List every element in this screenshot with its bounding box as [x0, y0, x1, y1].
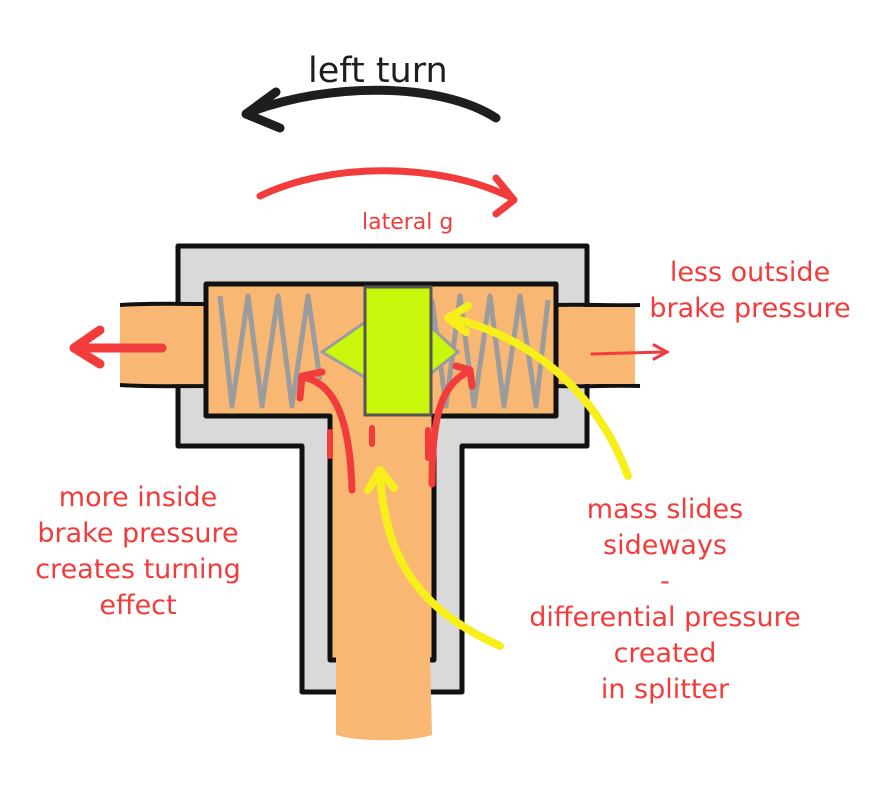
mass-pointer-arrow — [448, 314, 632, 480]
mass-label-line: sideways — [603, 530, 727, 561]
lateral-g-arrow-head — [492, 174, 518, 218]
mass-pointer-arrow-head — [444, 302, 472, 336]
flow-arrow-right-head — [452, 362, 476, 390]
lateral-g-arrow — [256, 167, 516, 202]
mass-slides-label: mass slides sideways - differential pres… — [520, 492, 810, 708]
lateral-g-label: lateral g — [362, 210, 454, 235]
outside-label-line: less outside — [669, 257, 831, 288]
flow-arrow-left — [302, 374, 356, 494]
inside-label-line: more inside — [58, 482, 218, 513]
mass-label-line: in splitter — [600, 674, 730, 705]
right-pipe — [554, 302, 641, 389]
outside-pressure-arrow-head — [652, 343, 671, 361]
inside-label-line: creates turning — [35, 554, 241, 585]
left-turn-arrow — [245, 85, 501, 123]
bottom-fluid — [336, 655, 432, 741]
outside-label-line: brake pressure — [649, 293, 851, 324]
sliding-mass — [363, 285, 433, 417]
inside-pressure-arrow-head — [69, 325, 105, 369]
right-spring — [429, 293, 551, 409]
inside-label-line: brake pressure — [37, 518, 239, 549]
inside-pressure-label: more inside brake pressure creates turni… — [18, 480, 258, 624]
mass-label-line: - — [660, 566, 670, 597]
mass-label-line: mass slides — [586, 494, 744, 525]
outside-pressure-arrow — [590, 350, 666, 356]
inside-label-line: effect — [99, 590, 177, 621]
splitter-pointer-arrow-head — [364, 466, 398, 494]
right-pipe-fluid — [553, 307, 635, 384]
left-turn-arrow-head — [241, 87, 285, 133]
flow-arrow-left-head — [296, 368, 326, 402]
title: left turn — [308, 51, 448, 91]
mass-label-line: differential pressure — [529, 602, 801, 633]
splitter-pointer-arrow — [376, 470, 504, 650]
flow-arrow-right — [428, 368, 472, 488]
mass-label-line: created — [613, 638, 717, 669]
left-spring — [217, 293, 323, 409]
outside-pressure-label: less outside brake pressure — [640, 255, 860, 327]
